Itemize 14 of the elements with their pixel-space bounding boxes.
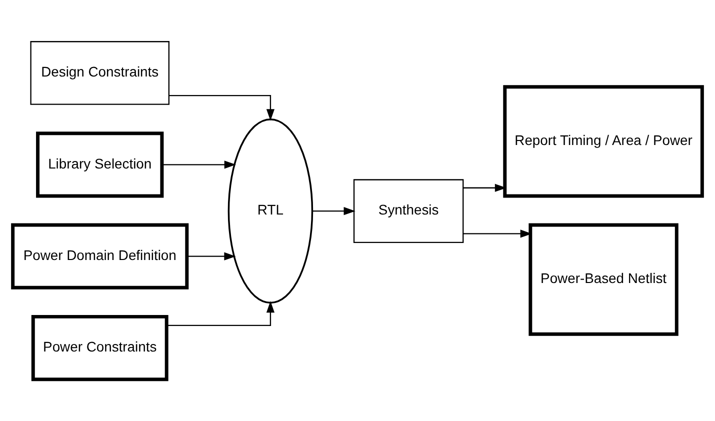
node-box: Synthesis [353, 179, 464, 243]
node-box: Power Constraints [31, 314, 168, 382]
node-box: Design Constraints [30, 41, 170, 105]
arrow [162, 160, 236, 169]
node-box: Report Timing / Area / Power [503, 85, 704, 198]
arrow [166, 301, 275, 326]
node-ellipse: RTL [228, 118, 314, 304]
arrow [463, 230, 532, 238]
arrow [312, 207, 356, 216]
node-box: Power Domain Definition [11, 223, 189, 290]
node-box: Library Selection [36, 132, 164, 198]
arrow [187, 252, 236, 260]
arrow [169, 95, 275, 121]
node-box: Power-Based Netlist [528, 223, 678, 336]
